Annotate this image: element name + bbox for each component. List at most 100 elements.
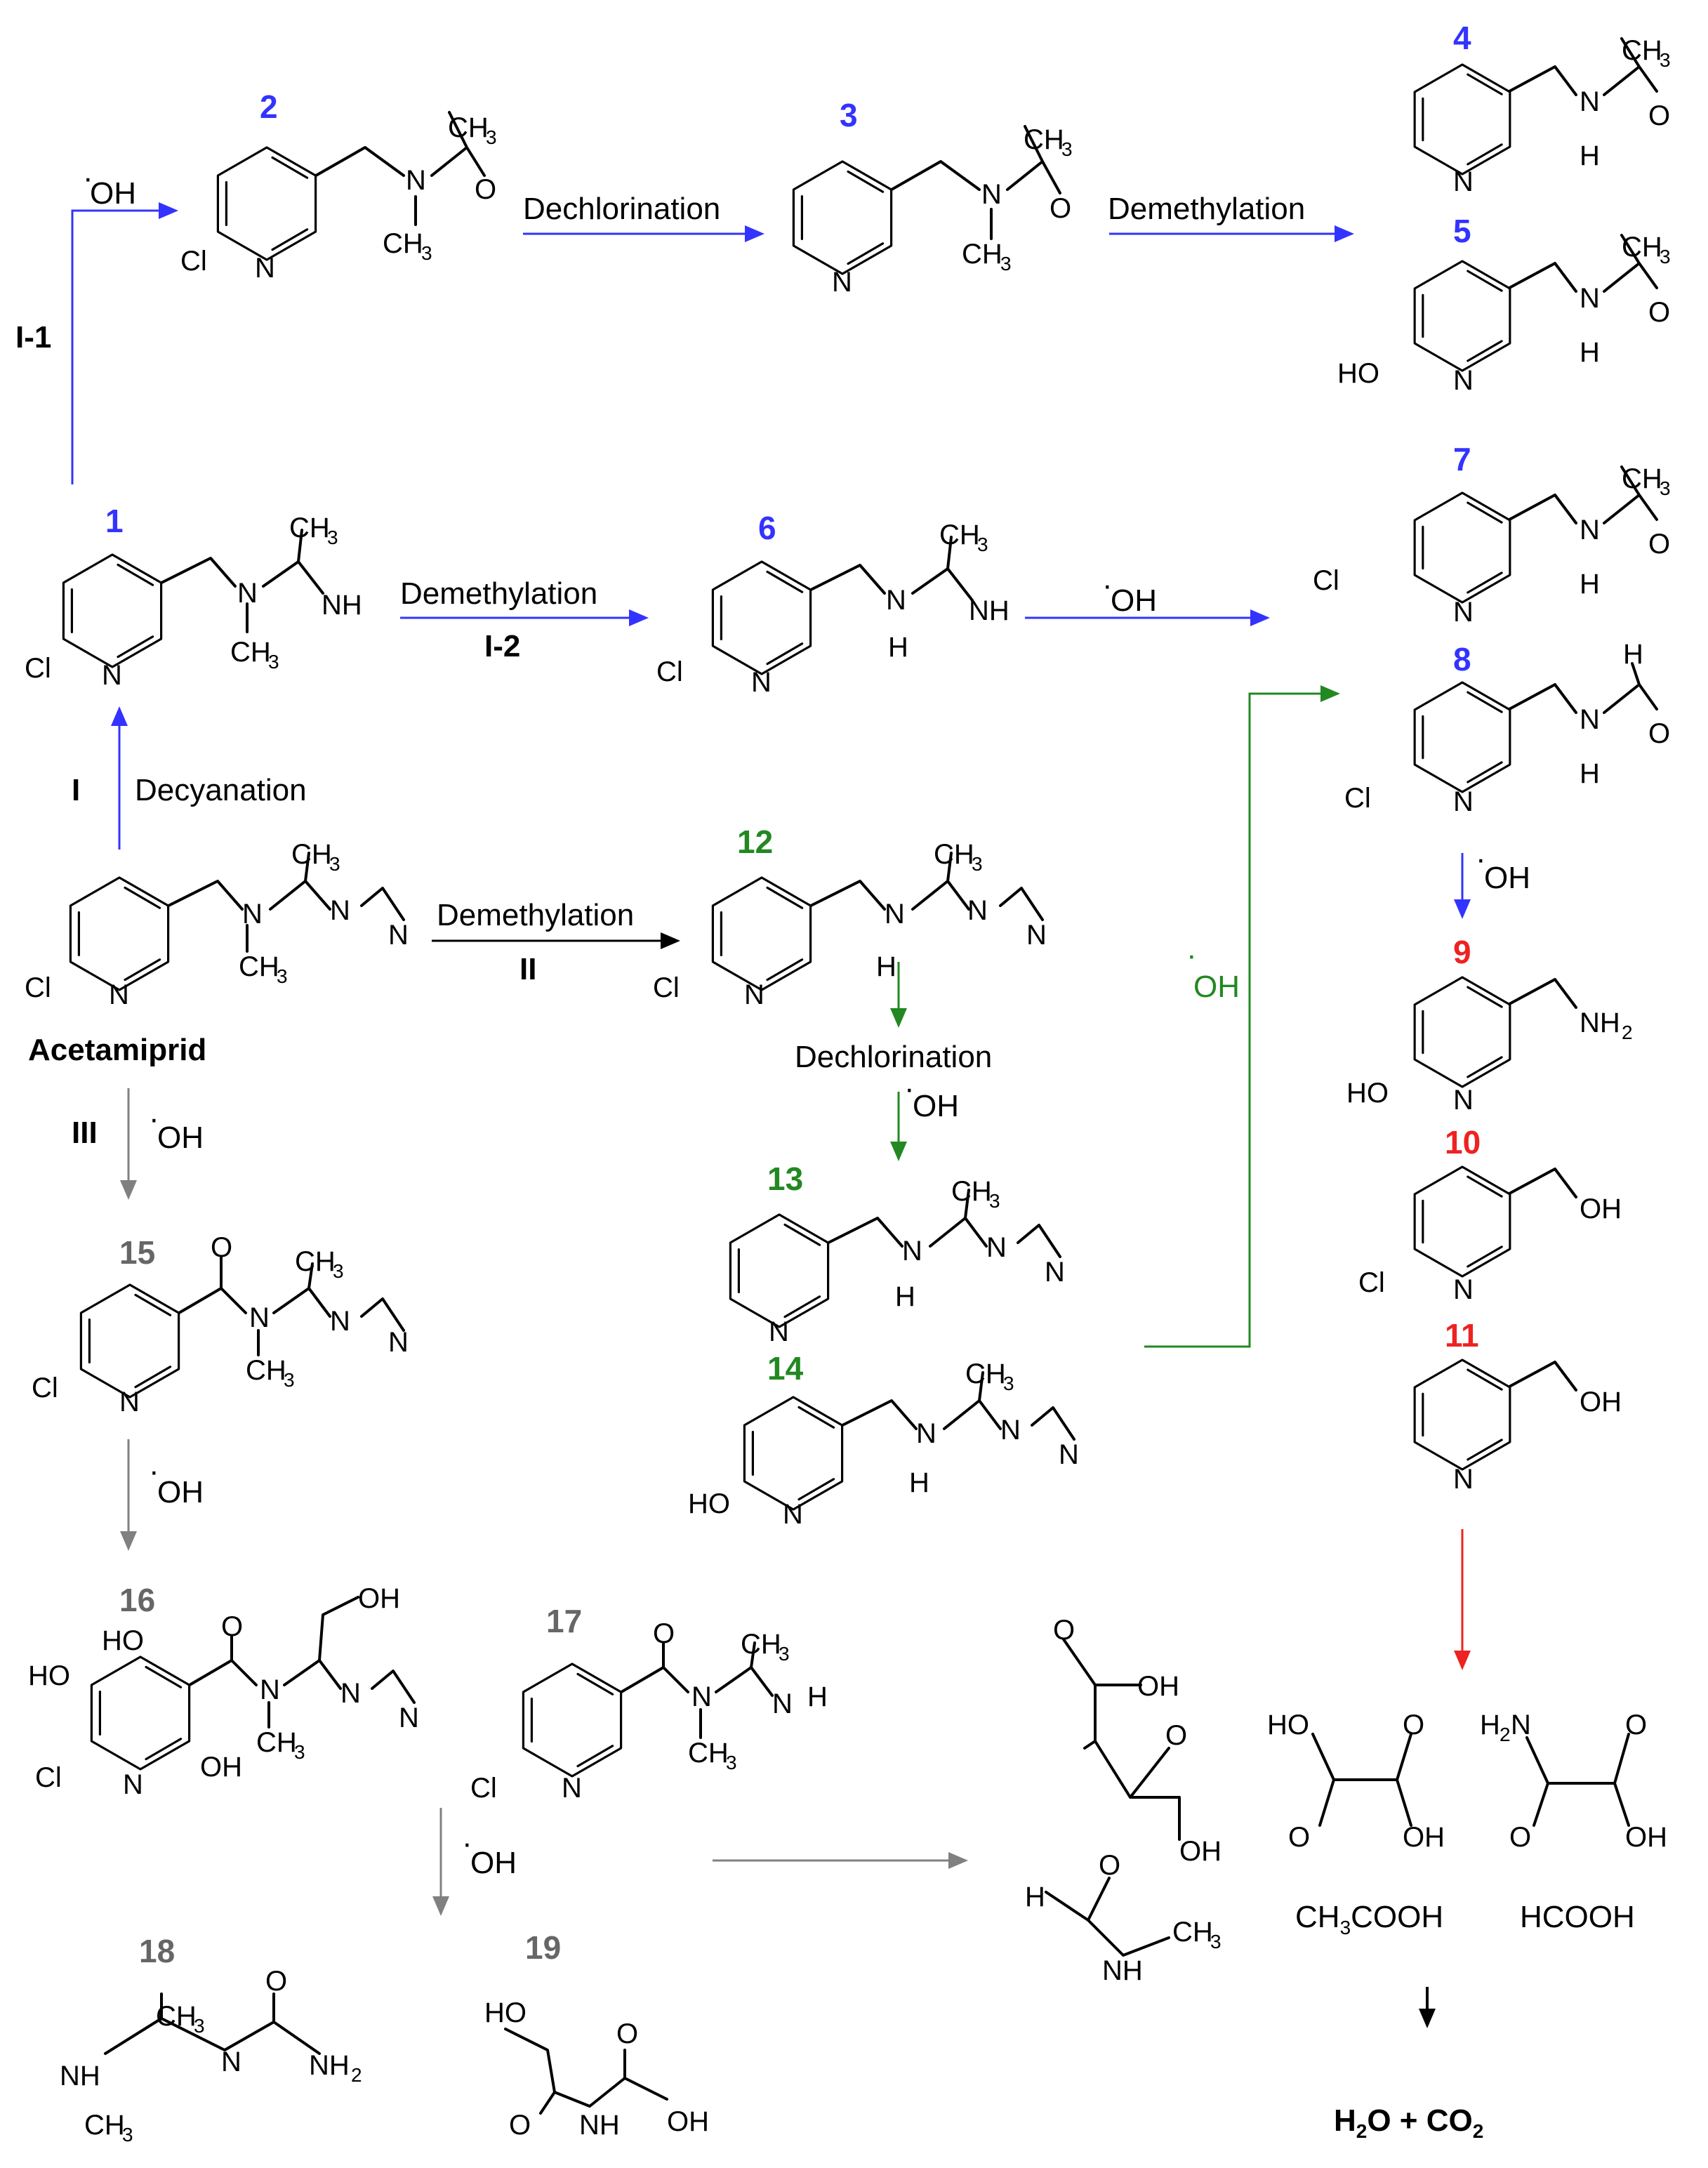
structure-11: N OH xyxy=(1413,1359,1622,1495)
svg-text:3: 3 xyxy=(1061,138,1073,160)
compound-number-6: 6 xyxy=(758,510,776,546)
svg-text:N: N xyxy=(902,1236,922,1267)
oh-label-8-9: OH xyxy=(1484,861,1530,895)
svg-text:N: N xyxy=(249,1302,270,1333)
svg-text:O: O xyxy=(221,1611,243,1642)
compound-number-14: 14 xyxy=(767,1350,804,1387)
svg-text:N: N xyxy=(1453,1085,1474,1116)
svg-text:H: H xyxy=(909,1467,929,1498)
svg-text:N: N xyxy=(1000,1415,1021,1446)
svg-text:O: O xyxy=(475,174,496,205)
structure-7: Cl N N H O CH 3 xyxy=(1313,463,1671,628)
svg-text:3: 3 xyxy=(779,1643,790,1665)
svg-text:2: 2 xyxy=(351,2064,362,2086)
compound-number-17: 17 xyxy=(546,1603,582,1639)
svg-text:O: O xyxy=(1509,1822,1531,1853)
demethylation-label-i2: Demethylation xyxy=(400,576,597,611)
compound-number-9: 9 xyxy=(1453,934,1471,970)
compound-number-2: 2 xyxy=(260,88,278,125)
compound-number-1: 1 xyxy=(105,503,124,539)
svg-text:3: 3 xyxy=(294,1741,305,1763)
svg-text:CH: CH xyxy=(1024,124,1064,155)
structure-13: N N H N N CH 3 xyxy=(729,1176,1065,1347)
svg-text:CH: CH xyxy=(951,1176,992,1207)
radical-dot: · xyxy=(83,161,93,195)
svg-text:N: N xyxy=(221,2047,241,2077)
pathway-I: I xyxy=(72,773,80,807)
structure-19: HO O NH O OH xyxy=(484,1997,709,2141)
svg-text:OH: OH xyxy=(1580,1194,1622,1224)
svg-text:N: N xyxy=(388,1327,409,1358)
svg-text:HO: HO xyxy=(484,1997,527,2028)
svg-text:3: 3 xyxy=(277,965,288,987)
svg-text:CH: CH xyxy=(156,2001,197,2032)
svg-text:NH: NH xyxy=(1580,1007,1620,1038)
svg-text:N: N xyxy=(1453,786,1474,817)
structure-18: NH CH 3 CH 3 N O NH 2 xyxy=(60,1966,362,2146)
svg-text:HO: HO xyxy=(102,1625,144,1656)
svg-text:3: 3 xyxy=(327,527,338,548)
compound-number-3: 3 xyxy=(840,97,858,133)
svg-text:N: N xyxy=(102,660,122,691)
svg-text:N: N xyxy=(967,895,988,926)
structure-3: N N O CH 3 CH 3 xyxy=(792,124,1073,298)
svg-text:HO: HO xyxy=(1346,1078,1389,1109)
svg-text:3: 3 xyxy=(284,1369,295,1391)
svg-text:O: O xyxy=(1648,297,1670,328)
pathway-I-1: I-1 xyxy=(15,320,51,355)
svg-text:N: N xyxy=(783,1499,803,1530)
radical-dot: · xyxy=(149,1454,159,1488)
structure-oxamic-acid: H 2 N O O OH xyxy=(1480,1710,1667,1853)
svg-text:N: N xyxy=(1511,1710,1531,1740)
dechlorination-label-top: Dechlorination xyxy=(523,192,720,226)
svg-text:N: N xyxy=(1580,515,1600,546)
svg-text:O: O xyxy=(265,1966,287,1997)
acetic-acid: CH3COOH xyxy=(1295,1900,1443,1938)
svg-text:N: N xyxy=(388,920,409,951)
svg-text:HO: HO xyxy=(1267,1710,1309,1740)
svg-text:O: O xyxy=(653,1618,675,1649)
svg-text:N: N xyxy=(330,895,350,926)
svg-text:CH: CH xyxy=(1622,232,1662,263)
structure-8: Cl N N H O H xyxy=(1344,639,1670,817)
svg-text:O: O xyxy=(1403,1710,1424,1740)
svg-text:HO: HO xyxy=(688,1488,730,1519)
svg-text:O: O xyxy=(1050,193,1071,224)
svg-text:CH: CH xyxy=(256,1727,297,1758)
svg-text:O: O xyxy=(1625,1710,1647,1740)
svg-text:N: N xyxy=(1059,1439,1079,1470)
svg-text:N: N xyxy=(744,979,764,1010)
svg-text:CH: CH xyxy=(230,637,271,668)
svg-text:H: H xyxy=(895,1281,915,1312)
svg-text:O: O xyxy=(1288,1822,1310,1853)
structure-acetamiprid: Cl N N N N CH 3 CH 3 xyxy=(25,839,409,1010)
svg-text:CH: CH xyxy=(934,839,974,870)
svg-text:N: N xyxy=(1453,166,1474,197)
svg-text:H: H xyxy=(1580,337,1600,368)
svg-text:CH: CH xyxy=(84,2110,125,2141)
svg-text:OH: OH xyxy=(1137,1671,1179,1702)
svg-text:O: O xyxy=(211,1232,232,1263)
svg-text:N: N xyxy=(916,1418,936,1449)
svg-text:CH: CH xyxy=(1172,1917,1213,1948)
structure-5: HO N N H O CH 3 xyxy=(1337,232,1671,396)
svg-text:N: N xyxy=(399,1703,419,1733)
svg-text:CH: CH xyxy=(291,839,332,870)
svg-text:OH: OH xyxy=(667,2106,709,2137)
svg-text:OH: OH xyxy=(200,1752,242,1783)
arrow-I-1 xyxy=(71,202,178,484)
svg-text:N: N xyxy=(769,1316,789,1347)
dechlorination-label-mid: Dechlorination xyxy=(795,1040,992,1074)
svg-text:OH: OH xyxy=(1179,1836,1222,1867)
svg-text:O: O xyxy=(1648,529,1670,560)
svg-text:HO: HO xyxy=(28,1660,70,1691)
svg-text:Cl: Cl xyxy=(32,1373,58,1403)
svg-text:CH: CH xyxy=(1622,463,1662,494)
svg-text:H: H xyxy=(888,632,908,663)
oh-label-i1: OH xyxy=(90,176,136,211)
svg-text:CH: CH xyxy=(289,513,330,543)
svg-text:3: 3 xyxy=(1660,477,1671,499)
svg-text:CH: CH xyxy=(962,239,1002,270)
svg-text:H: H xyxy=(876,951,896,982)
svg-text:CH: CH xyxy=(965,1359,1006,1389)
